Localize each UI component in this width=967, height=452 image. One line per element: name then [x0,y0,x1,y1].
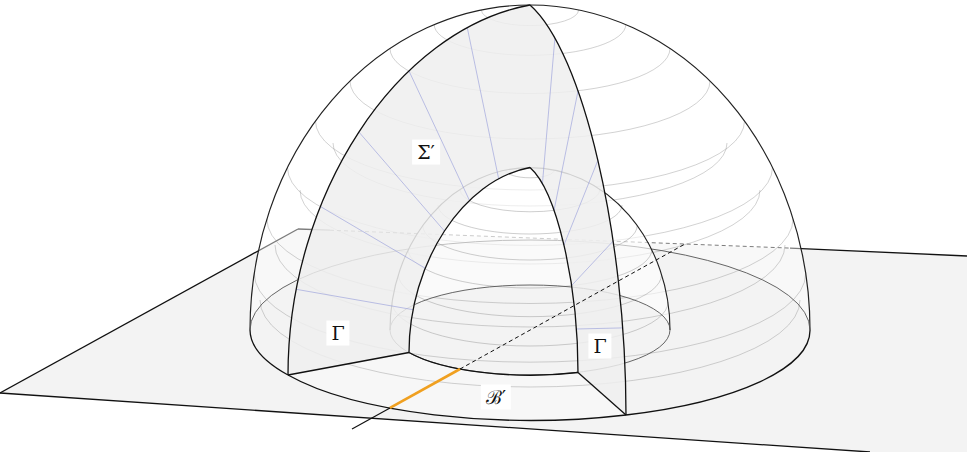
boundary-label: Γ [326,321,349,346]
boundary-label: Γ [588,334,611,359]
surface-label: Σ′ [412,140,440,165]
base-region-label: ℬ′ [481,385,511,410]
